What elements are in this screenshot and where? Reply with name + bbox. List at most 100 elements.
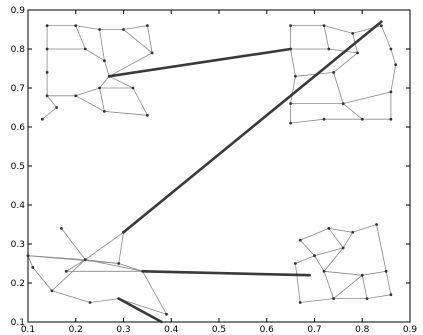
graph-node: [379, 24, 383, 27]
graph-edge: [132, 87, 148, 116]
graph-edge: [118, 263, 143, 272]
graph-node: [360, 117, 364, 121]
graph-node: [150, 51, 154, 55]
graph-node: [389, 47, 393, 51]
graph-edge: [300, 298, 334, 303]
graph-node: [74, 24, 78, 27]
graph-edge: [376, 224, 387, 272]
graph-edge: [65, 259, 86, 272]
y-tick-label: 0.4: [11, 201, 26, 211]
graph-edge: [390, 48, 397, 65]
graph-edge: [290, 48, 296, 77]
graph-edge: [299, 239, 315, 256]
graph-node: [289, 121, 293, 125]
graph-edge: [290, 118, 325, 124]
graph-node: [145, 113, 149, 117]
graph-edge: [32, 267, 53, 292]
graph-edge: [118, 232, 124, 264]
graph-edge: [75, 87, 100, 97]
graph-edge: [342, 103, 363, 120]
y-tick-label: 0.9: [11, 6, 26, 16]
graph-edge: [104, 60, 110, 77]
graph-edge: [366, 294, 391, 299]
y-tick-label: 0.6: [11, 123, 26, 133]
graph-edge: [85, 231, 124, 260]
graph-node: [384, 269, 388, 273]
match-lines: [107, 20, 383, 324]
x-tick-label: 0.7: [307, 325, 321, 335]
graph-node: [356, 51, 359, 55]
graph-edge: [108, 52, 153, 77]
graph-edge: [361, 275, 368, 299]
graph-edge: [46, 95, 57, 108]
graph-node: [117, 262, 121, 265]
graph-node: [83, 47, 87, 51]
y-tick-label: 0.8: [11, 45, 26, 55]
graph-node: [31, 266, 35, 269]
axes: [27, 9, 411, 323]
graph-edge: [99, 87, 105, 112]
graph-edge: [324, 270, 363, 276]
x-tick-label: 0.8: [355, 325, 370, 335]
graph-node: [294, 262, 297, 265]
graph-edge: [123, 25, 148, 30]
graph-node: [375, 223, 378, 226]
graph-node: [360, 273, 364, 277]
graph-edge: [295, 255, 315, 264]
match-line: [141, 269, 312, 277]
x-tick-label: 0.2: [69, 325, 83, 335]
graph-node: [55, 106, 59, 109]
graph-edge: [75, 25, 100, 30]
graph-edge: [342, 232, 354, 249]
graph-edge: [352, 224, 377, 233]
graph-node: [131, 86, 135, 90]
graph-edge: [380, 25, 392, 50]
graph-node: [322, 117, 326, 121]
graph-edge: [323, 271, 334, 299]
graph-node: [60, 227, 63, 230]
graph-edge: [85, 48, 105, 62]
match-line: [117, 297, 163, 324]
graph-edge: [314, 255, 325, 272]
graph-node: [322, 269, 326, 273]
x-tick-label: 0.1: [21, 325, 35, 335]
graph-edge: [27, 255, 119, 264]
graph-node: [394, 63, 398, 66]
graph-edge: [300, 228, 329, 241]
graph-node: [332, 297, 335, 300]
graph-node: [351, 32, 355, 35]
x-tick-label: 0.3: [116, 325, 130, 335]
graph-edge: [328, 48, 358, 54]
graph-node: [351, 230, 355, 234]
graph-node: [322, 24, 326, 27]
graph-node: [294, 74, 297, 78]
graph-node: [122, 28, 125, 31]
graph-node: [298, 238, 302, 242]
y-tick-label: 0.3: [11, 240, 25, 250]
match-line: [122, 20, 383, 234]
match-line: [107, 47, 292, 78]
graph-edge: [90, 298, 119, 303]
x-tick-label: 0.9: [403, 325, 418, 335]
graph-edge: [328, 228, 344, 249]
graph-edge: [385, 271, 392, 295]
y-tick-label: 0.5: [11, 162, 25, 172]
graph-node: [341, 102, 345, 105]
graph-edge: [61, 228, 86, 260]
graph-edge: [390, 64, 397, 92]
graph-node: [389, 90, 393, 94]
graph-edge: [75, 25, 86, 50]
graph-node: [45, 24, 49, 27]
graph-node: [45, 71, 49, 74]
graph-node: [165, 312, 168, 316]
graph-node: [40, 117, 44, 121]
y-tick-label: 0.7: [11, 84, 25, 94]
graph-edge: [104, 111, 148, 116]
graph-edge: [42, 107, 57, 120]
graph-node: [103, 59, 106, 63]
graph-edge: [99, 76, 110, 89]
x-tick-label: 0.5: [212, 325, 226, 335]
graph-edge: [328, 228, 353, 233]
